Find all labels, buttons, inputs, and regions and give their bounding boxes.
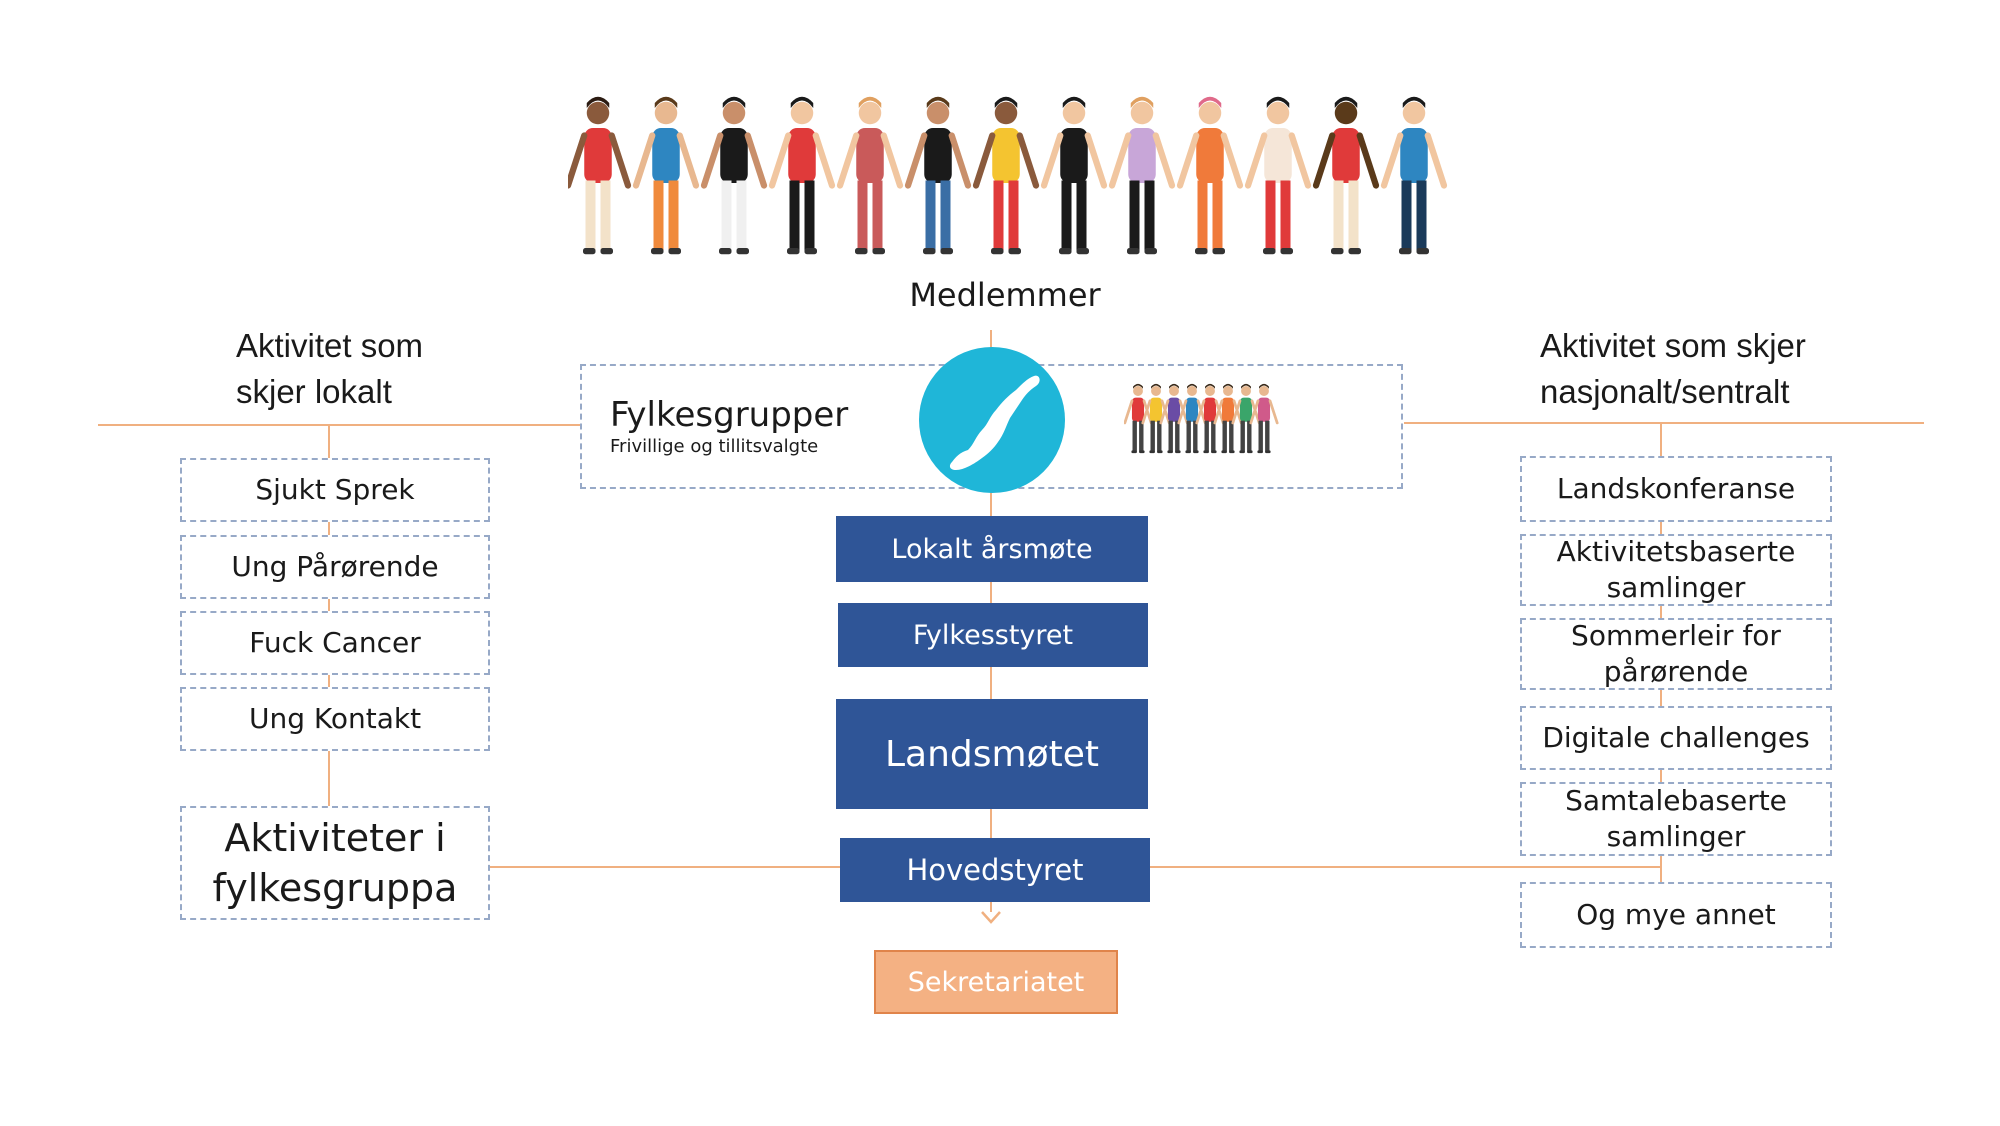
national-item-line1: Og mye annet <box>1576 898 1776 931</box>
center-box-label: Hovedstyret <box>906 853 1084 887</box>
center-box-label: Fylkesstyret <box>912 619 1074 651</box>
main-board-box: Hovedstyret <box>840 838 1150 902</box>
national-item-box: Og mye annet <box>1520 882 1832 948</box>
national-item-line1: Aktivitetsbaserte <box>1556 535 1796 568</box>
local-heading-line2: skjer lokalt <box>236 373 392 410</box>
county-activities-box: Aktiviteter i fylkesgruppa <box>180 806 490 920</box>
local-item-label: Fuck Cancer <box>249 626 421 659</box>
local-annual-meeting-box: Lokalt årsmøte <box>836 516 1148 582</box>
local-heading-line1: Aktivitet som <box>236 327 424 364</box>
members-label: Medlemmer <box>909 276 1101 314</box>
national-item-line1: Digitale challenges <box>1542 721 1810 754</box>
center-box-label: Lokalt årsmøte <box>891 533 1093 565</box>
people-holding-hands-illustration <box>568 96 1448 255</box>
national-activity-heading: Aktivitet som skjer nasjonalt/sentralt <box>1540 323 1806 415</box>
national-item-line2: pårørende <box>1603 655 1749 688</box>
local-item-box: Ung Pårørende <box>180 535 490 599</box>
center-box-label: Landsmøtet <box>884 733 1099 775</box>
local-item-label: Ung Pårørende <box>231 550 439 583</box>
national-item-line1: Samtalebaserte <box>1565 784 1787 817</box>
national-item-line2: samlinger <box>1606 820 1746 853</box>
county-board-box: Fylkesstyret <box>838 603 1148 667</box>
local-item-label: Sjukt Sprek <box>255 473 415 506</box>
county-activities-line2: fylkesgruppa <box>212 866 458 910</box>
volunteers-group-illustration <box>1124 383 1279 454</box>
national-item-box: Landskonferanse <box>1520 456 1832 522</box>
national-heading-line1: Aktivitet som skjer <box>1540 327 1806 364</box>
left-top-line <box>98 424 580 426</box>
county-groups-title: Fylkesgrupper <box>610 394 849 435</box>
national-item-line2: samlinger <box>1606 571 1746 604</box>
national-item-line1: Sommerleir for <box>1571 619 1781 652</box>
national-congress-box: Landsmøtet <box>836 699 1148 809</box>
local-item-box: Ung Kontakt <box>180 687 490 751</box>
national-item-line1: Landskonferanse <box>1556 472 1796 505</box>
county-activities-line1: Aktiviteter i <box>224 816 446 860</box>
secretariat-label: Sekretariatet <box>907 966 1085 998</box>
local-item-box: Fuck Cancer <box>180 611 490 675</box>
national-heading-line2: nasjonalt/sentralt <box>1540 373 1790 410</box>
right-top-line <box>1404 422 1924 424</box>
local-item-label: Ung Kontakt <box>248 702 422 735</box>
county-groups-subtitle: Frivillige og tillitsvalgte <box>610 435 819 457</box>
local-activity-heading: Aktivitet som skjer lokalt <box>236 323 423 415</box>
norway-map-icon <box>919 347 1065 493</box>
local-item-box: Sjukt Sprek <box>180 458 490 522</box>
secretariat-box: Sekretariatet <box>874 950 1118 1014</box>
national-item-box: Digitale challenges <box>1520 706 1832 770</box>
arrow-down-icon <box>981 911 1001 924</box>
